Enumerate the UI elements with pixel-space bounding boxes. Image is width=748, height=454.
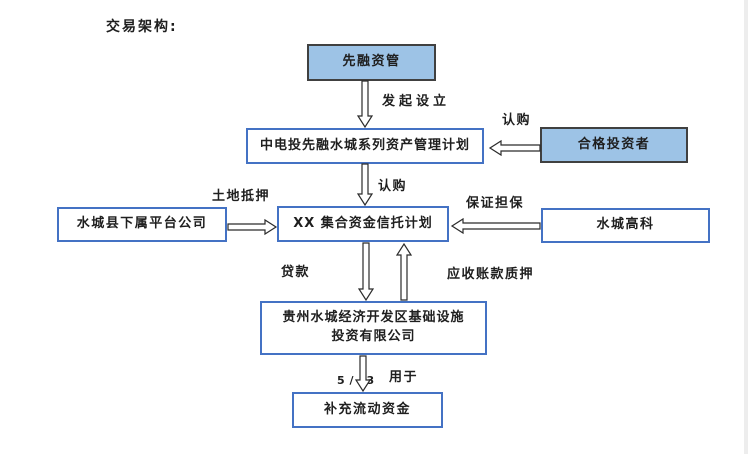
node-gaoke-label: 水城高科: [596, 217, 655, 233]
node-asset-plan-label: 中电投先融水城系列资产管理计划: [259, 137, 470, 153]
page-number: 5 / 13: [337, 374, 375, 387]
node-working-capital-label: 补充流动资金: [323, 401, 411, 417]
node-working-capital: 补充流动资金: [292, 392, 443, 428]
arrow-land-mortgage-right-icon: [227, 218, 278, 236]
edge-label-guarantee: 保证担保: [466, 196, 525, 211]
node-asset-plan: 中电投先融水城系列资产管理计划: [246, 128, 484, 164]
edge-label-use-for: 用于: [389, 370, 419, 385]
arrow-subscribe-down-icon: [356, 163, 374, 207]
edge-label-subscribe-mid: 认购: [378, 179, 408, 194]
node-guizhou-company-label-line2: 投资有限公司: [331, 329, 416, 344]
arrow-initiate-down-icon: [356, 80, 374, 129]
node-sponsor-label: 先融资管: [342, 54, 401, 70]
edge-label-loan: 贷款: [281, 265, 311, 280]
edge-label-subscribe-top: 认购: [502, 113, 532, 128]
page-edge-strip: [744, 0, 748, 454]
node-platform-company: 水城县下属平台公司: [57, 207, 227, 242]
node-guizhou-company-label-line1: 贵州水城经济开发区基础设施: [282, 310, 465, 326]
node-trust-plan-label: XX 集合资金信托计划: [293, 215, 433, 231]
node-investors: 合格投资者: [540, 127, 688, 163]
node-sponsor: 先融资管: [307, 44, 436, 81]
node-platform-company-label: 水城县下属平台公司: [76, 216, 208, 232]
arrow-guarantee-left-icon: [450, 217, 541, 235]
arrow-loan-down-icon: [357, 242, 375, 302]
diagram-title: 交易架构:: [106, 19, 178, 35]
edge-label-receivables-pledge: 应收账款质押: [447, 267, 535, 282]
node-trust-plan: XX 集合资金信托计划: [277, 206, 449, 242]
edge-label-land-mortgage: 土地抵押: [212, 189, 271, 204]
arrow-receivables-up-icon: [395, 242, 413, 301]
node-gaoke: 水城高科: [541, 208, 710, 243]
node-investors-label: 合格投资者: [577, 136, 651, 152]
node-guizhou-company: 贵州水城经济开发区基础设施 投资有限公司: [260, 301, 487, 355]
arrow-subscribe-left-icon: [488, 139, 541, 157]
edge-label-initiate: 发起设立: [382, 94, 451, 109]
